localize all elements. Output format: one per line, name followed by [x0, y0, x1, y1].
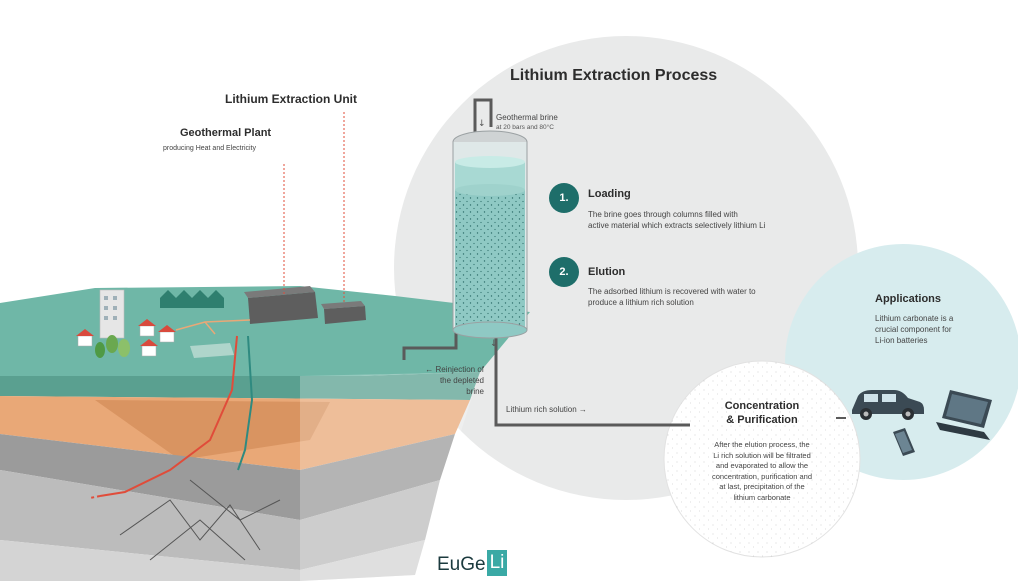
extraction-column — [452, 130, 528, 339]
rich-solution-label: Lithium rich solution → — [506, 405, 587, 414]
step-2-title: Elution — [588, 266, 626, 278]
reinjection-line1: ← Reinjection of — [425, 365, 484, 374]
geothermal-plant-subtitle: producing Heat and Electricity — [163, 145, 256, 152]
applications-line: crucial component for — [875, 325, 952, 334]
concentration-title-line2: & Purification — [726, 414, 798, 426]
down-arrow-icon: ↓ — [490, 339, 498, 349]
concentration-text: After the elution process, the Li rich s… — [682, 440, 842, 503]
concentration-line: After the elution process, the — [714, 440, 810, 449]
reinjection-label: ← Reinjection of the depleted brine — [400, 364, 484, 397]
concentration-line: and evaporated to allow the — [715, 461, 809, 470]
extraction-unit-label: Lithium Extraction Unit — [225, 92, 357, 106]
concentration-line: concentration, purification and — [711, 471, 813, 481]
down-arrow-icon: ↓ — [478, 119, 486, 129]
reinjection-line2: the depleted — [439, 376, 484, 385]
step-2-badge: 2. — [549, 257, 579, 287]
landscape-block — [0, 286, 530, 581]
step-2-text-line2: produce a lithium rich solution — [588, 298, 694, 307]
phone-icon — [893, 428, 915, 456]
applications-line: Li-ion batteries — [875, 336, 928, 345]
reinjection-line3: brine — [466, 387, 484, 396]
process-title: Lithium Extraction Process — [510, 67, 718, 84]
applications-line: Lithium carbonate is a — [875, 314, 954, 323]
pipes — [402, 98, 846, 427]
step-1-badge: 1. — [549, 183, 579, 213]
concentration-title: Concentration & Purification — [682, 399, 842, 427]
logo-text: EuGe — [437, 554, 486, 575]
applications-title: Applications — [875, 293, 942, 305]
car-icon — [852, 390, 924, 420]
step-1-text-line2: active material which extracts selective… — [588, 221, 766, 230]
concentration-title-line1: Concentration — [724, 400, 800, 412]
step-1-text-line1: The brine goes through columns filled wi… — [588, 210, 738, 219]
laptop-icon — [936, 390, 992, 440]
concentration-line: lithium carbonate — [733, 492, 791, 502]
brine-in-subtitle: at 20 bars and 80°C — [496, 124, 554, 131]
brine-in-title: Geothermal brine — [496, 113, 558, 122]
step-1-title: Loading — [588, 188, 631, 200]
concentration-line: at last, precipitation of the — [719, 482, 805, 491]
step-2-text-line1: The adsorbed lithium is recovered with w… — [588, 287, 756, 296]
applications-text: Lithium carbonate is a crucial component… — [875, 313, 953, 346]
surface-buildings — [76, 286, 366, 358]
geothermal-plant-title: Geothermal Plant — [180, 127, 272, 139]
concentration-line: Li rich solution will be filtrated — [713, 450, 811, 460]
logo-box: Li — [486, 550, 508, 576]
